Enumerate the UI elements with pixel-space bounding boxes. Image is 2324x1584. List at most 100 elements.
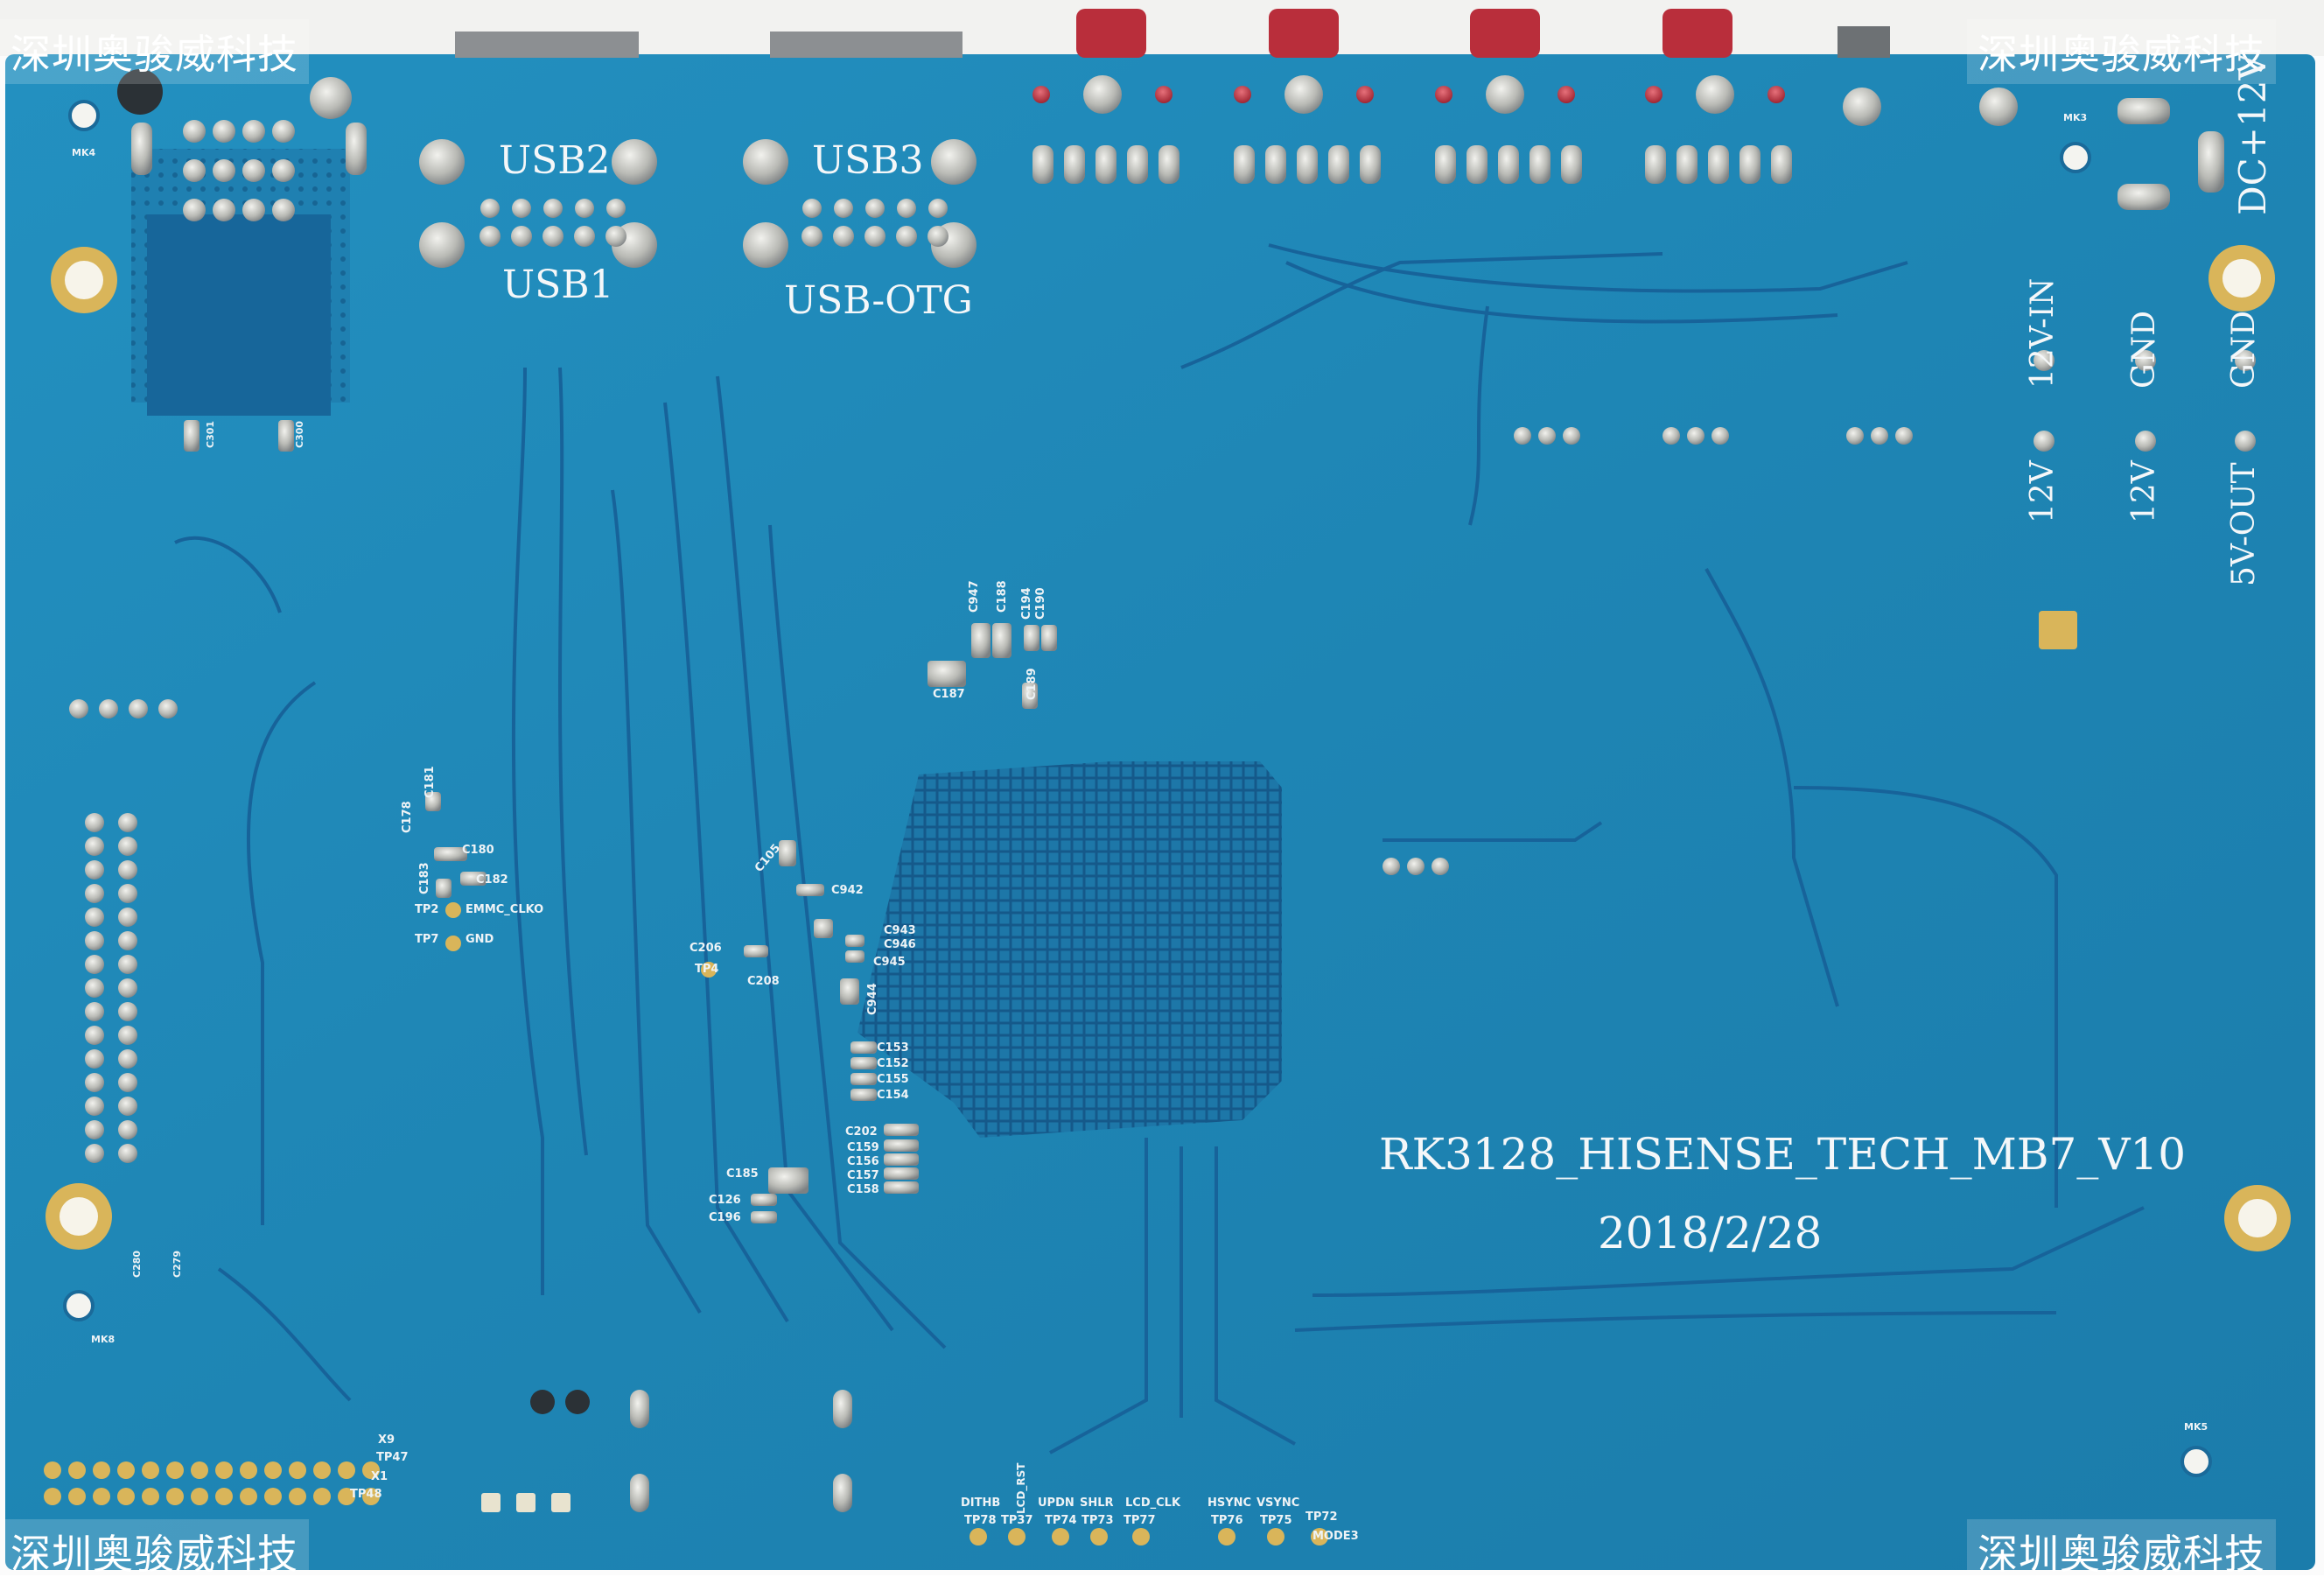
- header-pin-pad: [85, 955, 104, 974]
- power-pad: [2034, 350, 2054, 371]
- dc-jack-pad: [2198, 131, 2224, 193]
- gold-test-pad: [313, 1488, 331, 1505]
- gold-test-pad: [1090, 1528, 1108, 1545]
- smd-capacitor: [744, 945, 768, 957]
- usb-shield-pad: [931, 139, 976, 185]
- ethernet-pin-pad: [183, 159, 206, 182]
- gold-test-pad: [1052, 1528, 1069, 1545]
- ethernet-pin-pad: [213, 120, 235, 143]
- smd-capacitor: [884, 1167, 919, 1180]
- via-pad: [1662, 427, 1680, 445]
- header-pin-pad: [118, 1144, 137, 1163]
- via-pad: [1712, 427, 1729, 445]
- rca-pin-pad: [1234, 145, 1255, 184]
- test-square-pad: [481, 1493, 500, 1512]
- gold-pad: [2039, 611, 2077, 649]
- rca-red-pad: [1768, 86, 1785, 103]
- test-square-pad: [551, 1493, 570, 1512]
- via-pad: [1407, 858, 1424, 875]
- usb-pin-pad: [802, 226, 822, 247]
- tp48-label: TP48: [350, 1488, 382, 1501]
- label-12v-b: 12V: [2126, 460, 2162, 523]
- dc-jack-pad: [2118, 98, 2170, 124]
- rca-center-pad: [1083, 75, 1122, 114]
- signal-traces: [174, 243, 2145, 1454]
- gold-test-pad: [166, 1488, 184, 1505]
- lcd-clk-label: LCD_CLK: [1125, 1496, 1181, 1510]
- lcd-rst-label: LCD_RST: [1015, 1462, 1027, 1514]
- x9-label: X9: [378, 1433, 396, 1447]
- usb-pin-pad: [834, 199, 853, 218]
- usb-shield-pad: [612, 139, 657, 185]
- gold-test-pad: [701, 962, 717, 978]
- gold-test-pad: [338, 1461, 355, 1479]
- rca-pin-pad: [1265, 145, 1286, 184]
- emmc-clko-label: EMMC_CLKO: [466, 903, 544, 916]
- gold-test-pad: [240, 1488, 257, 1505]
- header-pin-pad: [69, 699, 88, 718]
- tp7-label: TP7: [415, 933, 439, 946]
- gold-test-pad: [362, 1488, 380, 1505]
- dc-jack-pad: [2118, 184, 2170, 210]
- ethernet-pin-pad: [213, 159, 235, 182]
- header-pin-pad: [99, 699, 118, 718]
- dc-12v-label: DC+12V: [2231, 53, 2274, 215]
- header-pin-pad: [158, 699, 178, 718]
- tp37-label: TP37: [1001, 1514, 1033, 1527]
- tp2-label: TP2: [415, 903, 439, 916]
- power-pad: [2135, 431, 2156, 452]
- gold-test-pad: [68, 1461, 86, 1479]
- c196-label: C196: [709, 1211, 741, 1224]
- c185-label: C185: [726, 1167, 759, 1181]
- smd-capacitor: [850, 1041, 877, 1054]
- usb-pin-pad: [575, 199, 594, 218]
- c188-label: C188: [996, 580, 1009, 613]
- vsync-label: VSYNC: [1256, 1496, 1300, 1510]
- mk8-label: MK8: [91, 1334, 116, 1345]
- header-pin-pad: [85, 931, 104, 950]
- header-pin-pad: [85, 1002, 104, 1021]
- c194-label: C194: [1020, 587, 1033, 620]
- oval-pad: [833, 1390, 852, 1428]
- rca-red-pad: [1356, 86, 1374, 103]
- x1-label: X1: [371, 1470, 388, 1483]
- oval-pad: [630, 1390, 649, 1428]
- label-12v-in: 12V-IN: [2025, 277, 2061, 389]
- rca-pin-pad: [1645, 145, 1666, 184]
- ethernet-pin-pad: [183, 199, 206, 221]
- oval-pad: [630, 1474, 649, 1512]
- smd-capacitor: [1041, 625, 1057, 651]
- gold-test-pad: [215, 1488, 233, 1505]
- dc-post-pad: [1979, 88, 2018, 126]
- label-5v-out: 5V-OUT: [2226, 462, 2262, 586]
- usb-pin-pad: [480, 226, 500, 247]
- watermark-top-right: 深圳奥骏威科技: [1967, 19, 2276, 84]
- gold-test-pad: [44, 1488, 61, 1505]
- smd-capacitor: [768, 1167, 808, 1194]
- rca-pin-pad: [1740, 145, 1760, 184]
- rca-center-pad: [1696, 75, 1734, 114]
- power-pad: [2235, 350, 2256, 371]
- tp4-label: TP4: [695, 963, 719, 976]
- header-pin-pad: [85, 1049, 104, 1069]
- rca-center-pad: [1486, 75, 1524, 114]
- gold-test-pad: [445, 936, 461, 951]
- ethernet-pin-pad: [183, 120, 206, 143]
- mk3-label: MK3: [2063, 112, 2088, 123]
- c206-label: C206: [690, 942, 722, 955]
- gold-test-pad: [445, 902, 461, 918]
- gold-test-pad: [1267, 1528, 1284, 1545]
- gold-test-pad: [117, 1461, 135, 1479]
- gold-test-pad: [93, 1488, 110, 1505]
- via-pad: [1687, 427, 1704, 445]
- gold-test-pad: [1008, 1528, 1026, 1545]
- rca-pin-pad: [1708, 145, 1729, 184]
- smd-capacitor: [434, 847, 467, 861]
- gold-test-pad: [264, 1461, 282, 1479]
- usb-pin-pad: [511, 226, 532, 247]
- c178-label: C178: [401, 801, 414, 833]
- header-pin-pad: [118, 1073, 137, 1092]
- usb-otg-label: USB-OTG: [784, 278, 973, 323]
- c279-label: C279: [172, 1250, 183, 1278]
- c126-label: C126: [709, 1194, 741, 1207]
